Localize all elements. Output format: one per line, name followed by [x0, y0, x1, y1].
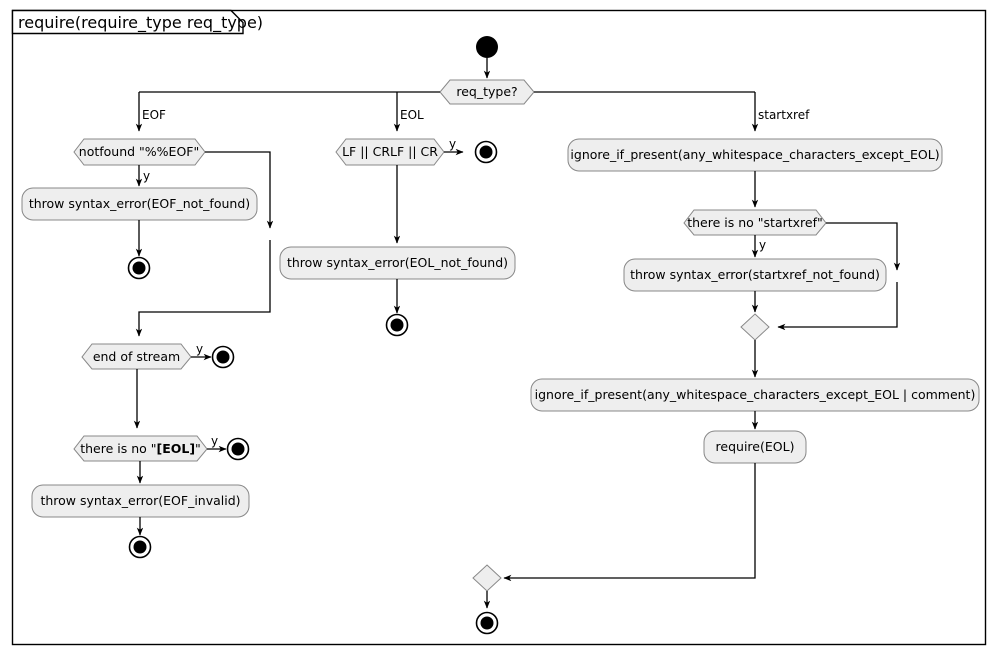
action-require-eol-label: require(EOL)	[716, 439, 795, 454]
decision-end-of-stream-label: end of stream	[93, 349, 180, 364]
decision-eol-suffix: "	[195, 441, 201, 456]
decision-end-of-stream: end of stream	[81, 343, 192, 370]
action-throw-eol-not-found-label: throw syntax_error(EOL_not_found)	[287, 255, 508, 270]
action-require-eol: require(EOL)	[703, 430, 807, 464]
decision-there-is-no-startxref: there is no "startxref"	[683, 209, 827, 236]
final-node-eof-not-found	[127, 256, 151, 280]
branch-label-eof: EOF	[142, 108, 166, 122]
decision-there-is-no-startxref-label: there is no "startxref"	[687, 215, 823, 230]
decision-notfound-eof-label: notfound "%%EOF"	[79, 144, 199, 159]
action-throw-eol-not-found: throw syntax_error(EOL_not_found)	[279, 246, 516, 280]
final-node-there-is-no-eol	[226, 437, 250, 461]
action-throw-eof-not-found: throw syntax_error(EOF_not_found)	[21, 187, 258, 221]
action-ignore-whitespace-1-label: ignore_if_present(any_whitespace_charact…	[570, 147, 939, 162]
merge-node-startxref	[740, 313, 770, 341]
decision-req-type: req_type?	[439, 79, 535, 105]
decision-req-type-label: req_type?	[456, 84, 517, 99]
start-node	[476, 36, 498, 58]
edge-label-end-of-stream-yes: y	[196, 342, 203, 356]
diagram-frame: require(require_type req_type)	[11, 9, 987, 646]
decision-notfound-eof: notfound "%%EOF"	[73, 138, 206, 166]
decision-eol-bold: [EOL]	[156, 441, 195, 456]
edge-label-there-is-no-eol-yes: y	[211, 434, 218, 448]
decision-lf-crlf-cr-label: LF || CRLF || CR	[342, 144, 438, 159]
merge-node-footer	[472, 564, 502, 592]
frame-title: require(require_type req_type)	[18, 13, 263, 33]
decision-lf-crlf-cr: LF || CRLF || CR	[335, 138, 445, 166]
decision-eol-prefix: there is no "	[80, 441, 156, 456]
action-throw-startxref-not-found-label: throw syntax_error(startxref_not_found)	[630, 267, 880, 282]
final-node-footer	[475, 611, 499, 635]
final-node-eol-not-found	[385, 313, 409, 337]
edge-label-notfound-yes: y	[143, 169, 150, 183]
action-throw-startxref-not-found: throw syntax_error(startxref_not_found)	[623, 258, 887, 292]
branch-label-eol: EOL	[400, 108, 424, 122]
final-node-end-of-stream	[211, 345, 235, 369]
action-throw-eof-invalid-label: throw syntax_error(EOF_invalid)	[40, 493, 240, 508]
edge-label-startxref-yes: y	[759, 238, 766, 252]
final-node-eof-invalid	[128, 535, 152, 559]
branch-label-startxref: startxref	[758, 108, 810, 122]
decision-there-is-no-eol: there is no "[EOL]"	[73, 435, 208, 462]
final-node-eol-ok	[474, 140, 498, 164]
edge-label-lf-crlf-cr-yes: y	[449, 137, 456, 151]
decision-there-is-no-eol-label: there is no "[EOL]"	[80, 441, 201, 456]
action-throw-eof-invalid: throw syntax_error(EOF_invalid)	[31, 484, 250, 518]
action-ignore-whitespace-1: ignore_if_present(any_whitespace_charact…	[567, 138, 943, 172]
action-ignore-whitespace-2-label: ignore_if_present(any_whitespace_charact…	[535, 387, 976, 402]
action-throw-eof-not-found-label: throw syntax_error(EOF_not_found)	[29, 196, 250, 211]
action-ignore-whitespace-2: ignore_if_present(any_whitespace_charact…	[530, 378, 980, 412]
